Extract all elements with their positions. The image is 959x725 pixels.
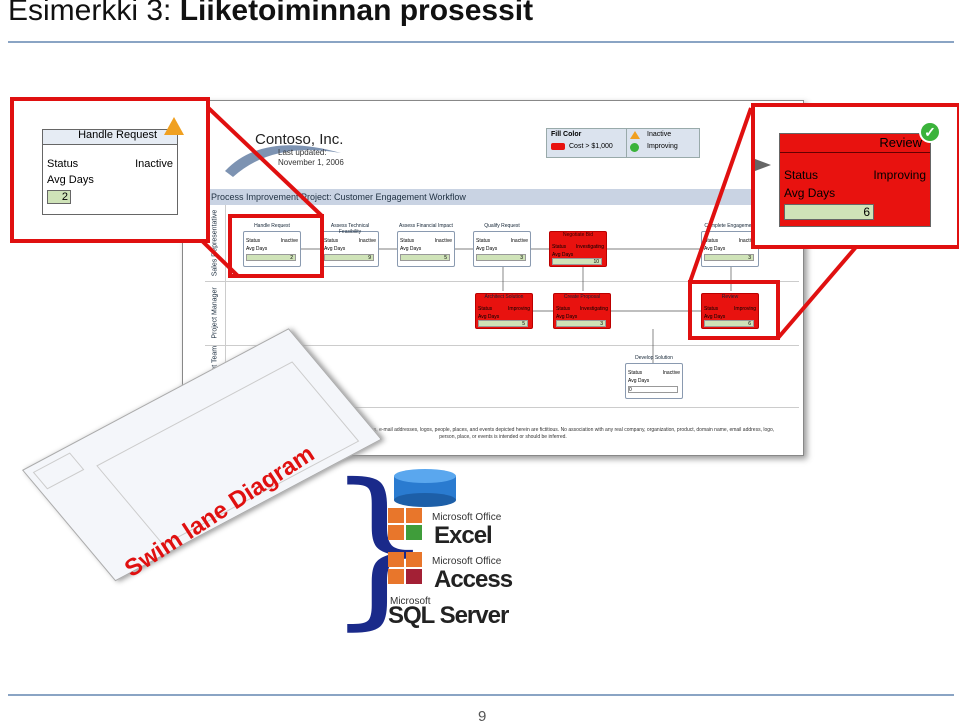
slide-title: Esimerkki 3: Liiketoiminnan prosessit: [8, 0, 533, 28]
red-swatch-icon: [551, 143, 565, 150]
check-icon: ✓: [919, 121, 941, 143]
zoom-review: Review Status Improving Avg Days 6 ✓: [751, 103, 959, 249]
page-number: 9: [478, 708, 487, 725]
legend-fill: Fill Color Cost > $1,000: [546, 128, 628, 158]
office-logo-icon: [388, 508, 422, 540]
legend-status: Inactive Improving: [626, 128, 700, 158]
warning-icon: [164, 117, 184, 135]
database-icon: [394, 469, 456, 507]
arrow-right-icon: [755, 159, 771, 171]
title-rule: [8, 41, 954, 43]
office-logo-icon: [388, 552, 422, 584]
zoom-handle-request: Handle Request Status Inactive Avg Days …: [10, 97, 210, 243]
footnote: The example companies, organizations, pr…: [231, 427, 775, 440]
bottom-rule: [8, 694, 954, 696]
warning-icon: [630, 131, 640, 139]
lane-pm: Project Manager: [205, 281, 799, 346]
title-prefix: Esimerkki 3:: [8, 0, 180, 27]
zoom-right-title: Review: [879, 135, 922, 150]
title-bold: Liiketoiminnan prosessit: [179, 0, 534, 27]
zoom-left-title: Handle Request: [78, 129, 157, 141]
check-icon: [630, 143, 639, 152]
project-title-bar: Process Improvement Project: Customer En…: [205, 189, 799, 205]
